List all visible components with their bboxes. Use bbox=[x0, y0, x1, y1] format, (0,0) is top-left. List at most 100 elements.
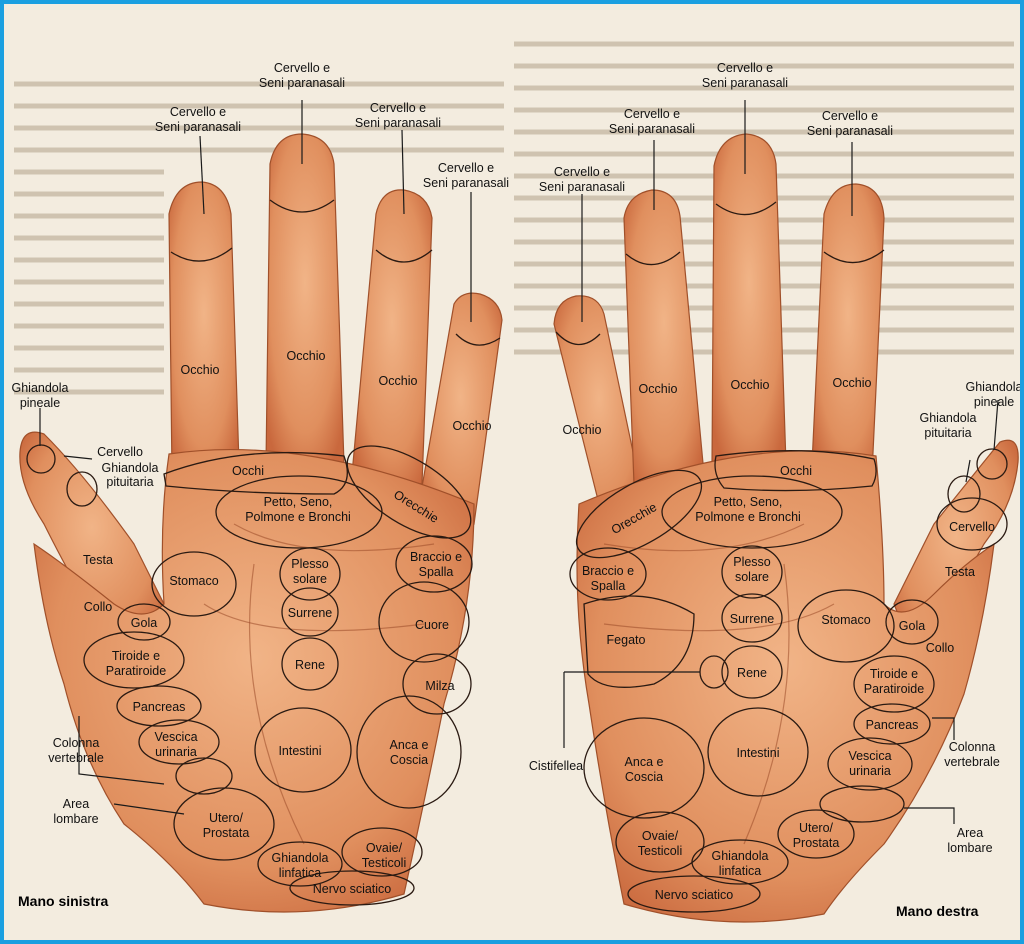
label-ovary-testicles: Ovaie/ bbox=[642, 829, 679, 843]
label-spine: vertebrale bbox=[48, 751, 104, 765]
left-middle-finger bbox=[265, 133, 345, 465]
label-chest: Petto, Seno, bbox=[264, 495, 333, 509]
label-kidney: Rene bbox=[295, 658, 325, 672]
label-bladder: Vescica bbox=[154, 730, 197, 744]
label-eye: Occhio bbox=[287, 349, 326, 363]
label-arm-shoulder: Braccio e bbox=[410, 550, 462, 564]
label-brain-sinus: Seni paranasali bbox=[609, 122, 695, 136]
label-thyroid: Tiroide e bbox=[112, 649, 160, 663]
label-ovary-testicles: Testicoli bbox=[638, 844, 682, 858]
label-brain-sinus: Seni paranasali bbox=[807, 124, 893, 138]
label-brain-sinus: Seni paranasali bbox=[355, 116, 441, 130]
label-hip-thigh: Coscia bbox=[390, 753, 428, 767]
label-head: Testa bbox=[83, 553, 113, 567]
right-middle-finger bbox=[711, 133, 787, 465]
label-pancreas: Pancreas bbox=[866, 718, 919, 732]
label-throat: Gola bbox=[899, 619, 925, 633]
label-brain-sinus: Cervello e bbox=[717, 61, 773, 75]
label-chest: Polmone e Bronchi bbox=[245, 510, 351, 524]
label-arm-shoulder: Braccio e bbox=[582, 564, 634, 578]
left-hand bbox=[19, 100, 503, 913]
label-head: Testa bbox=[945, 565, 975, 579]
right-little-finger bbox=[553, 295, 645, 525]
label-arm-shoulder: Spalla bbox=[591, 579, 626, 593]
label-brain-sinus: Cervello e bbox=[554, 165, 610, 179]
label-pituitary: Ghiandola bbox=[102, 461, 159, 475]
label-spine: Colonna bbox=[53, 736, 100, 750]
label-ovary-testicles: Ovaie/ bbox=[366, 841, 403, 855]
label-stomach: Stomaco bbox=[821, 613, 870, 627]
label-spine: Colonna bbox=[949, 740, 996, 754]
label-eye: Occhio bbox=[833, 376, 872, 390]
caption-right-hand: Mano destra bbox=[896, 903, 979, 919]
label-uterus-prostate: Prostata bbox=[793, 836, 840, 850]
right-ring-finger bbox=[623, 189, 705, 485]
label-stomach: Stomaco bbox=[169, 574, 218, 588]
label-brain-sinus: Cervello e bbox=[822, 109, 878, 123]
label-intestine: Intestini bbox=[736, 746, 779, 760]
left-hand-labels: Cervello e Seni paranasali Cervello e Se… bbox=[12, 61, 510, 896]
hand-reflexology-diagram: Cervello e Seni paranasali Cervello e Se… bbox=[12, 41, 1021, 923]
right-index-finger bbox=[811, 183, 885, 475]
label-eye: Occhio bbox=[563, 423, 602, 437]
label-brain: Cervello bbox=[97, 445, 143, 459]
label-bladder: Vescica bbox=[848, 749, 891, 763]
label-neck: Collo bbox=[84, 600, 113, 614]
label-spleen: Milza bbox=[425, 679, 454, 693]
right-hand bbox=[553, 100, 1019, 923]
label-chest: Petto, Seno, bbox=[714, 495, 783, 509]
label-solar-plexus: Plesso bbox=[291, 557, 329, 571]
left-little-finger bbox=[418, 292, 503, 525]
label-neck: Collo bbox=[926, 641, 955, 655]
label-brain-sinus: Seni paranasali bbox=[702, 76, 788, 90]
caption-left-hand: Mano sinistra bbox=[18, 893, 108, 909]
label-eye: Occhio bbox=[453, 419, 492, 433]
label-pineal: pineale bbox=[20, 396, 60, 410]
label-uterus-prostate: Utero/ bbox=[799, 821, 834, 835]
label-lymph: Ghiandola bbox=[712, 849, 769, 863]
label-uterus-prostate: Prostata bbox=[203, 826, 250, 840]
label-lumbar: Area bbox=[957, 826, 983, 840]
label-intestine: Intestini bbox=[278, 744, 321, 758]
label-adrenal: Surrene bbox=[730, 612, 775, 626]
label-gallbladder: Cistifellea bbox=[529, 759, 583, 773]
label-hip-thigh: Anca e bbox=[625, 755, 664, 769]
label-eye: Occhio bbox=[639, 382, 678, 396]
label-eye: Occhio bbox=[379, 374, 418, 388]
right-palm bbox=[576, 450, 995, 923]
label-pineal: pineale bbox=[974, 395, 1014, 409]
label-uterus-prostate: Utero/ bbox=[209, 811, 244, 825]
label-solar-plexus: solare bbox=[735, 570, 769, 584]
label-hip-thigh: Anca e bbox=[390, 738, 429, 752]
label-solar-plexus: solare bbox=[293, 572, 327, 586]
label-eye: Occhio bbox=[731, 378, 770, 392]
label-pineal: Ghiandola bbox=[966, 380, 1021, 394]
label-heart: Cuore bbox=[415, 618, 449, 632]
label-eyes: Occhi bbox=[232, 464, 264, 478]
label-throat: Gola bbox=[131, 616, 157, 630]
label-pituitary: Ghiandola bbox=[920, 411, 977, 425]
label-arm-shoulder: Spalla bbox=[419, 565, 454, 579]
label-lumbar: Area bbox=[63, 797, 89, 811]
label-brain-sinus: Cervello e bbox=[438, 161, 494, 175]
label-brain-sinus: Cervello e bbox=[370, 101, 426, 115]
left-palm bbox=[33, 448, 475, 913]
label-ovary-testicles: Testicoli bbox=[362, 856, 406, 870]
label-adrenal: Surrene bbox=[288, 606, 333, 620]
label-brain-sinus: Seni paranasali bbox=[539, 180, 625, 194]
label-thyroid: Paratiroide bbox=[106, 664, 166, 678]
label-lymph: linfatica bbox=[719, 864, 761, 878]
label-brain-sinus: Cervello e bbox=[170, 105, 226, 119]
left-ring-finger bbox=[351, 189, 433, 485]
label-brain-sinus: Cervello e bbox=[274, 61, 330, 75]
label-chest: Polmone e Bronchi bbox=[695, 510, 801, 524]
label-pineal: Ghiandola bbox=[12, 381, 69, 395]
label-bladder: urinaria bbox=[849, 764, 891, 778]
label-lymph: Ghiandola bbox=[272, 851, 329, 865]
label-kidney: Rene bbox=[737, 666, 767, 680]
label-pancreas: Pancreas bbox=[133, 700, 186, 714]
label-pituitary: pituitaria bbox=[106, 475, 153, 489]
label-pituitary: pituitaria bbox=[924, 426, 971, 440]
label-brain-sinus: Cervello e bbox=[624, 107, 680, 121]
